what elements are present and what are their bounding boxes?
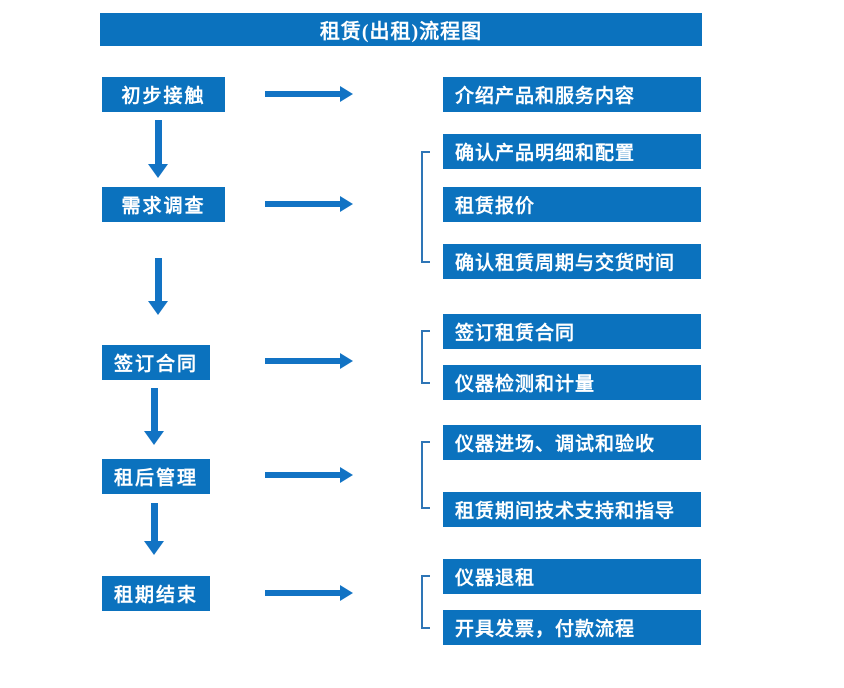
step-label: 租后管理	[113, 468, 198, 489]
arrow-head	[144, 431, 164, 445]
group-bracket	[421, 330, 430, 384]
detail-box: 租赁期间技术支持和指导	[443, 492, 701, 527]
arrow-shaft	[265, 201, 340, 207]
arrow-shaft	[154, 258, 162, 301]
step-box-sign-contract: 签订合同	[102, 345, 210, 380]
detail-box: 确认租赁周期与交货时间	[443, 244, 701, 279]
detail-label: 仪器退租	[455, 568, 536, 589]
step-box-rental-end: 租期结束	[102, 576, 210, 611]
arrow-head	[340, 353, 353, 369]
arrow-shaft	[150, 388, 158, 431]
arrow-shaft	[154, 120, 162, 164]
step-box-initial-contact: 初步接触	[102, 77, 225, 112]
down-arrow-icon	[143, 388, 165, 445]
arrow-shaft	[265, 590, 340, 596]
detail-label: 介绍产品和服务内容	[455, 86, 636, 107]
arrow-head	[340, 86, 353, 102]
detail-label: 确认产品明细和配置	[455, 143, 636, 164]
arrow-head	[340, 196, 353, 212]
detail-label: 确认租赁周期与交货时间	[455, 253, 676, 274]
group-bracket	[421, 575, 430, 629]
detail-box: 签订租赁合同	[443, 314, 701, 349]
arrow-shaft	[150, 503, 158, 541]
step-label: 需求调查	[121, 196, 206, 217]
step-box-post-rental-management: 租后管理	[102, 459, 210, 494]
right-arrow-icon	[265, 195, 353, 213]
detail-box: 租赁报价	[443, 187, 701, 222]
arrow-head	[144, 541, 164, 555]
arrow-head	[148, 301, 168, 315]
detail-box: 确认产品明细和配置	[443, 134, 701, 169]
arrow-shaft	[265, 358, 340, 364]
detail-label: 签订租赁合同	[455, 323, 576, 344]
right-arrow-icon	[265, 466, 353, 484]
right-arrow-icon	[265, 584, 353, 602]
step-label: 签订合同	[113, 354, 198, 375]
detail-label: 仪器进场、调试和验收	[455, 434, 656, 455]
arrow-shaft	[265, 91, 340, 97]
down-arrow-icon	[143, 503, 165, 555]
down-arrow-icon	[147, 120, 169, 178]
detail-box: 仪器退租	[443, 559, 701, 594]
group-bracket	[421, 151, 430, 263]
flowchart-title: 租赁(出租)流程图	[319, 21, 483, 43]
arrow-head	[340, 585, 353, 601]
detail-box: 仪器检测和计量	[443, 365, 701, 400]
arrow-head	[340, 467, 353, 483]
right-arrow-icon	[265, 352, 353, 370]
step-label: 租期结束	[113, 585, 198, 606]
detail-label: 租赁期间技术支持和指导	[455, 501, 676, 522]
detail-box: 介绍产品和服务内容	[443, 77, 701, 112]
detail-label: 租赁报价	[455, 196, 536, 217]
flowchart-title-bar: 租赁(出租)流程图	[100, 13, 702, 46]
group-bracket	[421, 441, 430, 509]
arrow-head	[148, 164, 168, 178]
detail-label: 开具发票，付款流程	[455, 619, 636, 640]
detail-box: 仪器进场、调试和验收	[443, 425, 701, 460]
down-arrow-icon	[147, 258, 169, 315]
detail-label: 仪器检测和计量	[455, 374, 596, 395]
arrow-shaft	[265, 472, 340, 478]
right-arrow-icon	[265, 85, 353, 103]
detail-box: 开具发票，付款流程	[443, 610, 701, 645]
step-label: 初步接触	[121, 86, 206, 107]
step-box-demand-survey: 需求调查	[102, 187, 225, 222]
